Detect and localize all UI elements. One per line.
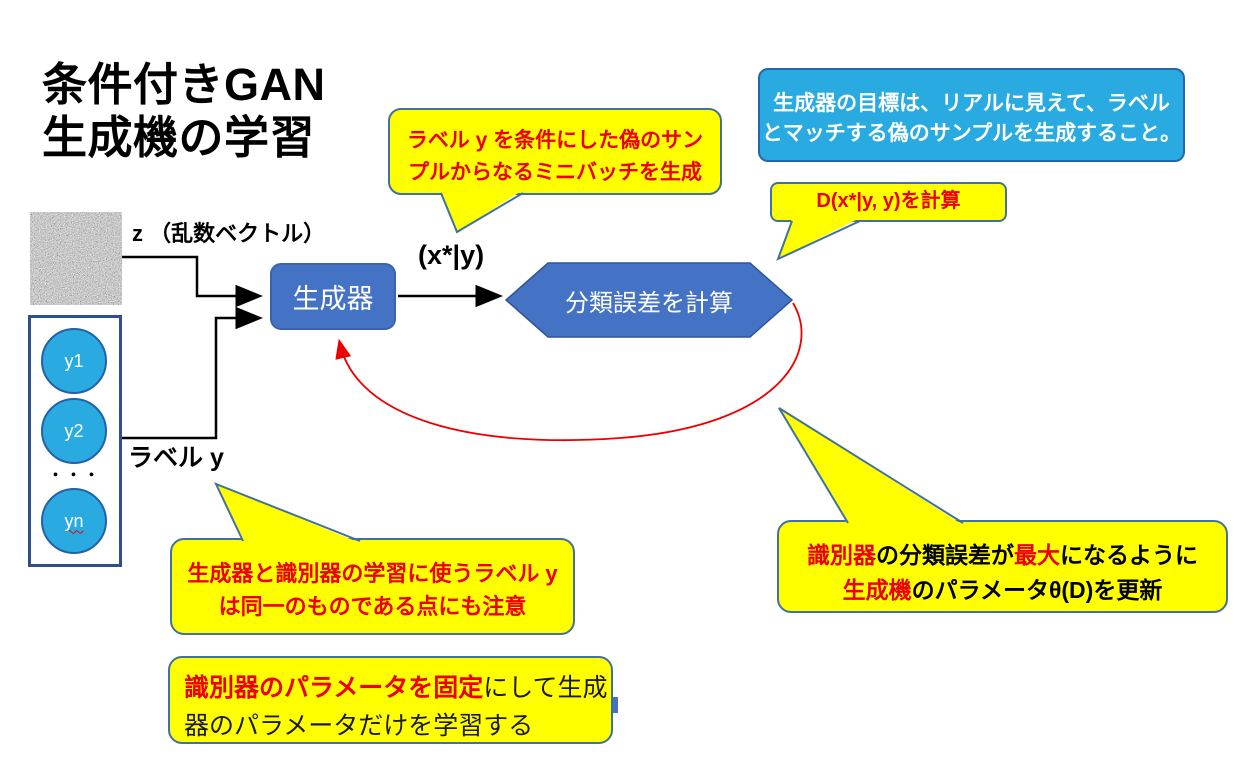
noise-image — [30, 212, 122, 305]
callout-update-line1: 識別器の分類誤差が最大になるように — [779, 538, 1226, 573]
update-red1: 識別器 — [807, 542, 876, 568]
generator-label: 生成器 — [292, 284, 374, 314]
label-node-yn-text: yn — [64, 510, 84, 531]
label-node-y2-text: y2 — [64, 420, 84, 441]
callout-same-line2: は同一のものである点にも注意 — [218, 594, 527, 619]
update-l2-black: のパラメータθ(D)を更新 — [911, 576, 1163, 603]
hexagon-shape — [504, 262, 794, 338]
goal-line2: とマッチする偽のサンプルを生成すること。 — [761, 122, 1182, 146]
callout-update-line2: 生成機のパラメータθ(D)を更新 — [779, 573, 1226, 608]
compute-d-tail — [778, 218, 860, 259]
callout-minibatch-line1: ラベル y を条件にした偽のサン — [406, 129, 704, 152]
freeze-red: 識別器のパラメータを固定 — [184, 674, 484, 702]
callout-minibatch: ラベル y を条件にした偽のサン プルからなるミニバッチを生成 — [388, 108, 722, 195]
page-title: 条件付きGAN 生成機の学習 — [42, 58, 326, 164]
page-title-line1: 条件付きGAN — [42, 59, 326, 110]
update-red2: 最大 — [1014, 542, 1060, 568]
callout-update: 識別器の分類誤差が最大になるように 生成機のパラメータθ(D)を更新 — [777, 520, 1228, 613]
callout-minibatch-line2: プルからなるミニバッチを生成 — [408, 160, 702, 184]
callout-compute-d: D(x*|y, y)を計算 — [770, 182, 1007, 222]
labels-caption: ラベル y — [128, 444, 224, 472]
callout-freeze: 識別器のパラメータを固定にして生成 器のパラメータだけを学習する — [168, 656, 613, 744]
update-l2-red: 生成機 — [842, 576, 912, 603]
label-connector-line — [122, 306, 263, 440]
noise-texture — [30, 212, 122, 305]
noise-connector-line — [120, 255, 263, 308]
sample-arrow-label: (x*|y) — [418, 240, 485, 270]
label-node-yn: yn — [41, 488, 107, 554]
labels-box: y1 y2 ・・・ yn — [28, 315, 122, 567]
update-tail — [779, 408, 963, 525]
callout-same-line1: 生成器と識別器の学習に使うラベル y — [187, 561, 558, 586]
update-black1: の分類誤差が — [876, 542, 1014, 568]
same-label-tail — [216, 484, 360, 543]
callout-same-label: 生成器と識別器の学習に使うラベル y は同一のものである点にも注意 — [170, 538, 575, 635]
hexagon-label: 分類誤差を計算 — [565, 289, 733, 317]
error-hexagon: 分類誤差を計算 — [504, 262, 794, 338]
label-node-y1: y1 — [41, 328, 107, 394]
freeze-black1: にして生成 — [483, 674, 608, 702]
noise-z-label: z （乱数ベクトル） — [132, 221, 326, 246]
page-title-line2: 生成機の学習 — [42, 112, 316, 164]
goal-box: 生成器の目標は、リアルに見えて、ラベル とマッチする偽のサンプルを生成すること。 — [758, 68, 1185, 162]
update-black2: になるように — [1060, 542, 1198, 568]
callout-freeze-line2: 器のパラメータだけを学習する — [184, 711, 534, 740]
goal-line1: 生成器の目標は、リアルに見えて、ラベル — [773, 92, 1170, 115]
generator-box: 生成器 — [270, 263, 396, 330]
label-ellipsis-dots: ・・・ — [47, 467, 102, 484]
label-node-y2: y2 — [41, 398, 107, 464]
minibatch-tail — [441, 190, 523, 232]
freeze-tail-sliver — [613, 697, 618, 713]
label-node-y1-text: y1 — [64, 350, 84, 371]
callout-freeze-line1: 識別器のパラメータを固定にして生成 — [184, 670, 611, 708]
